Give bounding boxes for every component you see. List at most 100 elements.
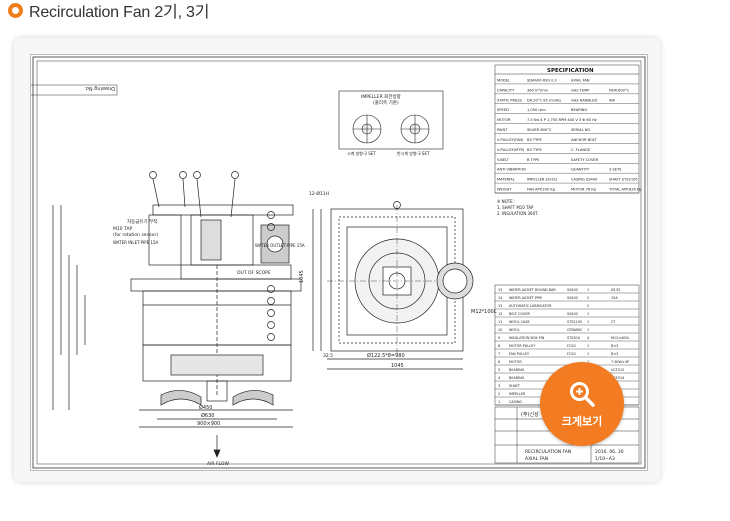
spec-cell: V-BELT [497, 158, 510, 162]
parts-cell: 1 [587, 288, 589, 292]
parts-cell: MOTOR [509, 360, 522, 364]
parts-cell: WOOL CASE [509, 320, 530, 324]
spec-cell: WEIGHT [497, 188, 512, 192]
parts-cell: 8 [498, 344, 500, 348]
drawing-type: AXIAL FAN [525, 456, 548, 462]
bolt-hole-label: 12-Ø11H [309, 190, 329, 197]
parts-cell: UCF314 [611, 376, 624, 380]
spec-cell: AIR [609, 98, 616, 102]
note-2: 2. INSULATION 360T. [497, 211, 538, 216]
impeller-caption-ccw: 반시계 방향-3 SET [397, 150, 430, 156]
page-title: Recirculation Fan 2기, 3기 [29, 4, 210, 21]
parts-cell: 12 [498, 312, 502, 316]
parts-cell: 7.5KW×4P [611, 360, 629, 364]
note-title: ※ NOTE : [497, 199, 515, 204]
drawing-date: 2016. 06. 30 [595, 449, 624, 455]
spec-cell: V-PULLEY(FAN) [497, 138, 524, 142]
impeller-subtitle: (풀리측 기준) [373, 99, 399, 106]
parts-cell: 6 [498, 360, 500, 364]
parts-cell: 1 [498, 400, 500, 404]
parts-cell: 1 [587, 320, 589, 324]
parts-cell: 2 [587, 304, 589, 308]
parts-cell: FC20 [567, 352, 576, 356]
parts-cell: BEARING [509, 368, 525, 372]
dia-630-label: Ø630 [201, 412, 214, 419]
parts-cell: SHAFT [509, 384, 521, 388]
spec-cell: ANCHOR BOLT [571, 138, 598, 142]
parts-cell: SS400 [567, 288, 578, 292]
spec-cell: 1,050 rpm [527, 108, 546, 112]
technical-drawing: Drawing No. [24, 56, 646, 469]
side-view [52, 171, 302, 458]
parts-cell: B×3 [611, 344, 618, 348]
spec-cell: GAS HANDLED [571, 98, 598, 102]
spec-cell: C. FLANGE [571, 148, 591, 152]
parts-cell: 9 [498, 336, 500, 340]
bullet-icon [8, 2, 23, 18]
parts-cell: WATER JACKET ROUND BAR [509, 288, 556, 292]
m10-tap-label: M10 TAP [113, 226, 133, 232]
parts-cell: 1 [587, 328, 589, 332]
spec-cell: QUANTITY [571, 168, 590, 172]
parts-cell: WATER JACKET PIPE [509, 296, 542, 300]
parts-cell: BELT COVER [509, 312, 530, 316]
parts-cell: 4 [498, 376, 500, 380]
spec-cell: SPEED [497, 108, 509, 112]
parts-cell: MOTOR PULLEY [509, 344, 536, 348]
spec-cell: 7.5 Kw 4 P 1,750 RPM 440 V 3 Φ 60 Hz [527, 118, 597, 122]
magnifier-plus-icon [570, 382, 595, 407]
m12-label: M12*100L [471, 309, 497, 315]
dim-32-label: 32.5 [323, 353, 333, 359]
parts-cell: 1 [587, 352, 589, 356]
spec-cell: B3 TYPE [527, 138, 542, 142]
parts-cell: UCF312 [611, 368, 624, 372]
spec-cell: B3 TYPE [527, 148, 542, 152]
spec-cell: MOTOR 78 Kg [571, 188, 596, 192]
spec-cell: V-PULLEY(MTR) [497, 148, 525, 152]
parts-cell: 4 [587, 336, 589, 340]
parts-cell: B×3 [611, 352, 618, 356]
water-inlet-label: WATER INLET-PIPE 15A [113, 240, 159, 245]
rotation-sensor-label: (for rotation sensor) [113, 232, 158, 238]
spec-cell: BEARING [571, 108, 587, 112]
spec-cell: MODEL [497, 78, 510, 82]
parts-cell: 1 [587, 312, 589, 316]
zoom-button[interactable]: 크게보기 [540, 362, 624, 446]
parts-cell: 15A [611, 296, 618, 300]
dim-1045b-label: 1045 [299, 270, 305, 283]
company-name: (주)신성 [521, 411, 539, 418]
parts-cell: BEARING [509, 376, 525, 380]
parts-cell: CASING [509, 400, 522, 404]
spec-cell: AXIAL FAN [571, 78, 590, 82]
parts-cell: STS2105 [567, 320, 582, 324]
spec-cell: MATERIAL [497, 178, 515, 182]
spec-cell: SERIAL NO. [571, 128, 591, 132]
dim-900-label: 900×900 [197, 421, 220, 427]
spec-cell: 3 SETS [609, 168, 622, 172]
spec-cell: SDAAXF-630-2,3 [527, 78, 557, 82]
note-1: 1. SHAFT M10 TAP [497, 205, 534, 210]
drawing-scale: 1/10~A3 [595, 456, 615, 462]
dim-1045-label: 1045 [391, 363, 404, 369]
parts-cell: AUTOMATIC LUBRICATOR [509, 304, 552, 308]
section-header: Recirculation Fan 2기, 3기 [8, 0, 210, 21]
parts-cell: 10 [498, 328, 502, 332]
spec-cell: SHAFT STS2105 [609, 178, 638, 182]
spec-cell: IMPELLER SCH22 [527, 178, 558, 182]
parts-cell: SS400 [567, 312, 578, 316]
parts-cell: Ø133 [611, 287, 620, 292]
spec-cell: STATIC PRESS [497, 98, 522, 102]
parts-cell: 11 [498, 320, 502, 324]
doc-number: Drawing No. [24, 84, 118, 96]
out-of-scope-label: OUT OF SCOPE [237, 270, 271, 276]
spec-cell: SAFETY COVER [571, 158, 599, 162]
parts-cell: 13 [498, 304, 502, 308]
parts-cell: 7 [498, 352, 500, 356]
spec-cell: B TYPE [527, 158, 540, 162]
water-outlet-label: WATER OUTLET-PIPE 15A [255, 243, 305, 248]
parts-cell: 2T [611, 320, 616, 324]
svg-text:Drawing No.: Drawing No. [84, 85, 115, 91]
spec-cell: SILVER 600°C [527, 128, 552, 132]
spec-title: SPECIFICATION [547, 68, 594, 74]
